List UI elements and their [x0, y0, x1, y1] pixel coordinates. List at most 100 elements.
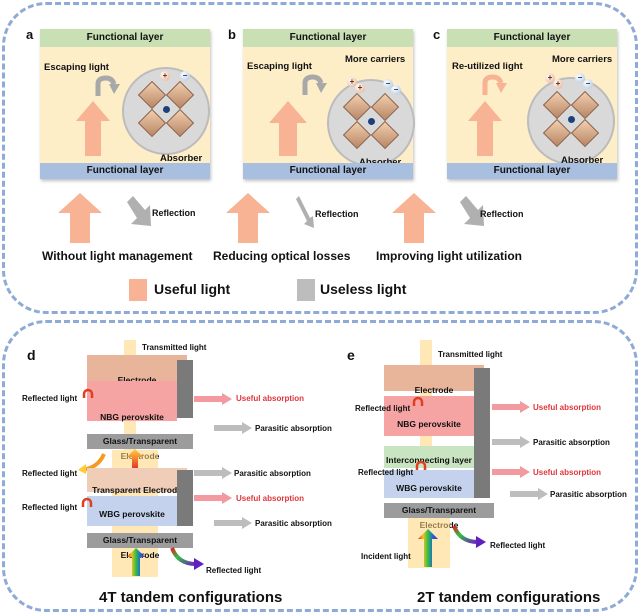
useful-light-arrow-icon [226, 193, 270, 243]
interconnecting-layer [384, 446, 474, 468]
functional-layer-bottom: Functional layer [243, 163, 413, 179]
reflected-light-label: Reflected light [206, 566, 262, 575]
device-card: Functional layer Escaping light + − Abso… [40, 29, 210, 179]
useful-light-arrow-icon [58, 193, 102, 243]
transparent-electrode-layer [87, 468, 187, 492]
reflection-arrow-icon [460, 196, 484, 226]
nbg-perovskite-layer [384, 396, 474, 436]
absorber-crystal [327, 79, 415, 167]
transmitted-light-label: Transmitted light [438, 350, 503, 359]
reflected-light-icon [415, 460, 427, 470]
hole-carrier-icon: + [160, 71, 170, 81]
panel-title: 2T tandem configurations [417, 589, 601, 606]
parasitic-absorption-label: Parasitic absorption [550, 490, 627, 499]
layer-side [474, 368, 490, 498]
absorber-label: Absorber [160, 153, 203, 164]
electrode-label: Electrode [117, 375, 157, 385]
functional-layer-top: Functional layer [447, 29, 617, 47]
functional-layer-top: Functional layer [243, 29, 413, 47]
legend-swatch-useless [297, 279, 315, 301]
interconnecting-layer-label: Interconnecting layer [386, 455, 472, 465]
parasitic-absorption-arrow-icon [492, 436, 530, 448]
useful-absorption-arrow-icon [194, 393, 232, 405]
reflected-light-label: Reflected light [358, 468, 414, 477]
panel-letter: b [228, 27, 236, 42]
useful-light-arrow-icon [392, 193, 436, 243]
useful-absorption-arrow-icon [492, 466, 530, 478]
wbg-perovskite-label: WBG perovskite [99, 509, 165, 519]
electrode-layer [384, 365, 484, 391]
useful-absorption-arrow-icon [194, 492, 232, 504]
parasitic-absorption-label: Parasitic absorption [255, 424, 332, 433]
reflected-light-label: Reflected light [490, 541, 546, 550]
glass-electrode-layer: Glass/Transparent Electrode [87, 434, 193, 461]
legend-swatch-useful [129, 279, 147, 301]
absorber-crystal [527, 77, 615, 165]
transmitted-light-label: Transmitted light [142, 343, 207, 352]
reflected-light-label: Reflected light [355, 404, 411, 413]
electron-carrier-icon: − [583, 79, 593, 89]
reflected-light-icon [170, 547, 204, 570]
escaping-arrow-icon [95, 75, 120, 96]
transmitted-arrow-icon [127, 449, 143, 471]
escaping-arrow-icon [302, 74, 327, 95]
parasitic-absorption-arrow-icon [194, 467, 232, 479]
panel-caption: Without light management [42, 249, 193, 263]
panel-caption: Improving light utilization [376, 249, 522, 263]
electron-carrier-icon: − [383, 79, 393, 89]
legend-label-useless: Useless light [320, 281, 407, 297]
wbg-perovskite-label: WBG perovskite [396, 483, 462, 493]
reflected-light-label: Reflected light [22, 469, 78, 478]
useful-light-arrow-icon [468, 101, 502, 156]
legend-label-useful: Useful light [154, 281, 231, 297]
transparent-electrode-label: Transparent Electrode [92, 485, 182, 495]
functional-layer-top: Functional layer [40, 29, 210, 47]
parasitic-absorption-label: Parasitic absorption [255, 519, 332, 528]
panel-letter: a [26, 27, 34, 42]
useful-absorption-label: Useful absorption [236, 494, 305, 503]
panel-title: 4T tandem configurations [99, 589, 283, 606]
electron-carrier-icon: − [391, 85, 401, 95]
useful-absorption-label: Useful absorption [533, 468, 602, 477]
panel-caption: Reducing optical losses [213, 249, 351, 263]
reflected-light-icon [81, 497, 93, 507]
hole-carrier-icon: + [545, 73, 555, 83]
panel-letter: e [347, 347, 355, 363]
glass-electrode-layer: Glass/Transparent Electrode [384, 503, 494, 530]
incident-light-arrow-icon [127, 548, 145, 576]
wbg-perovskite-layer [384, 470, 474, 498]
reutilized-arrow-icon [482, 74, 507, 95]
nbg-perovskite-layer [87, 381, 177, 421]
reflected-light-label: Reflected light [22, 394, 78, 403]
incident-light-arrow-icon [418, 529, 438, 567]
layer-side [177, 470, 193, 526]
functional-layer-bottom: Functional layer [40, 163, 210, 179]
reflection-label: Reflection [315, 209, 359, 219]
panel-letter: d [27, 347, 36, 363]
reflected-light-icon [82, 388, 94, 398]
nbg-perovskite-label: NBG perovskite [397, 419, 461, 429]
reflection-label: Reflection [480, 209, 524, 219]
absorber-label: Absorber [561, 155, 604, 166]
top-frame [2, 2, 638, 314]
layer-side [177, 360, 193, 418]
parasitic-absorption-arrow-icon [214, 517, 252, 529]
electron-carrier-icon: − [180, 71, 190, 81]
light-label: Re-utilized light [452, 61, 523, 72]
incident-light-label: Incident light [361, 552, 411, 561]
parasitic-absorption-label: Parasitic absorption [234, 469, 311, 478]
electron-carrier-icon: − [575, 73, 585, 83]
hole-carrier-icon: + [553, 79, 563, 89]
parasitic-absorption-arrow-icon [510, 488, 548, 500]
reflected-light-label: Reflected light [22, 503, 78, 512]
reflected-light-icon [452, 525, 486, 548]
nbg-perovskite-label: NBG perovskite [100, 412, 164, 422]
absorber-label: Absorber [359, 157, 401, 168]
panel-letter: c [433, 27, 441, 42]
useful-absorption-label: Useful absorption [533, 403, 602, 412]
reflected-light-icon [78, 453, 106, 474]
useful-light-arrow-icon [76, 101, 110, 156]
hole-carrier-icon: + [355, 83, 365, 93]
electrode-label: Electrode [414, 385, 454, 395]
reflection-arrow-icon [127, 196, 151, 226]
